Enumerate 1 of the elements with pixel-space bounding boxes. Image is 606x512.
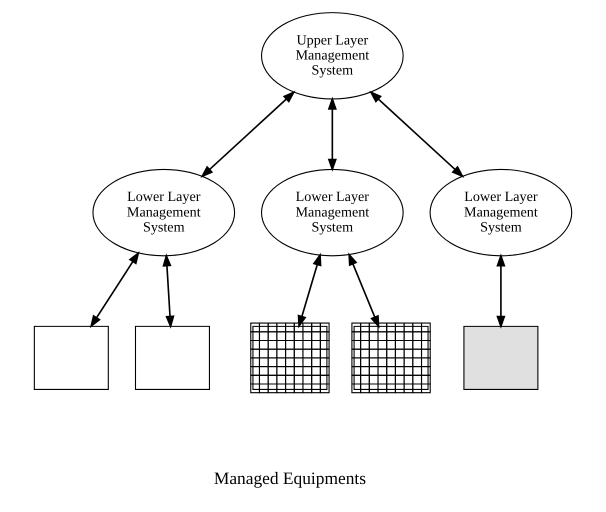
label: Managed Equipments bbox=[214, 468, 366, 488]
